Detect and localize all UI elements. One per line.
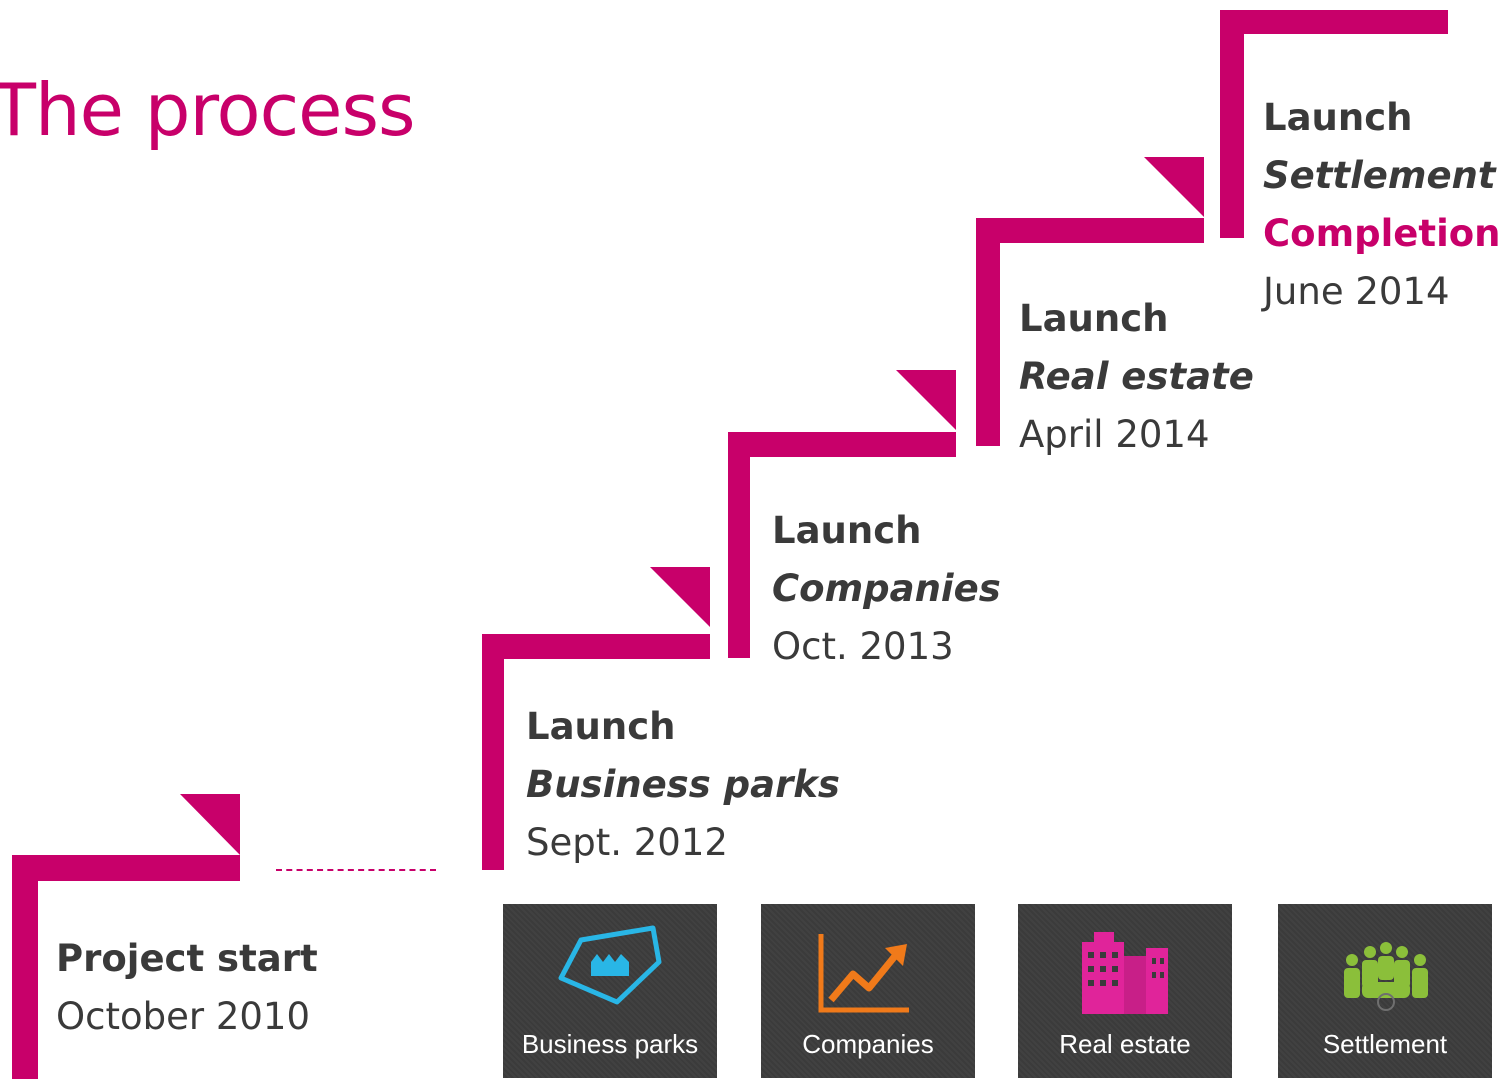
stair-vertical-3: [728, 432, 750, 658]
stair-arrow-2: [650, 567, 710, 627]
tile-real-estate: Real estate: [1018, 904, 1232, 1078]
step-date: June 2014: [1263, 270, 1450, 313]
step-companies: Launch Companies Oct. 2013: [772, 502, 1001, 676]
stair-arrow-1: [180, 794, 240, 855]
tile-label: Business parks: [521, 1029, 699, 1059]
tile-companies: Companies: [761, 904, 975, 1078]
step-product: Settlement: [1263, 154, 1496, 197]
factory-polygon-icon: [558, 925, 662, 1005]
stair-horizontal-3: [728, 432, 956, 457]
step-date: October 2010: [56, 995, 310, 1038]
step-completion: Completion: [1263, 212, 1501, 255]
step-heading: Launch: [1263, 96, 1413, 139]
stair-vertical-5: [1220, 10, 1244, 238]
stair-vertical-1: [12, 855, 38, 1079]
step-product: Companies: [772, 567, 1001, 610]
stair-arrow-3: [896, 370, 956, 430]
tile-label: Companies: [802, 1029, 934, 1059]
step-real-estate: Launch Real estate April 2014: [1019, 290, 1254, 464]
step-date: April 2014: [1019, 413, 1210, 456]
step-settlement: Launch Settlement Completion June 2014: [1263, 89, 1501, 321]
stair-arrow-4: [1144, 157, 1204, 217]
stair-vertical-4: [976, 218, 1000, 446]
step-product: Business parks: [526, 763, 840, 806]
page-title: The process: [0, 68, 415, 152]
step-heading: Project start: [56, 937, 318, 980]
tile-label: Real estate: [1059, 1029, 1191, 1059]
stair-horizontal-4: [976, 218, 1204, 243]
stair-horizontal-2: [482, 634, 710, 659]
step-heading: Launch: [1019, 297, 1169, 340]
stair-horizontal-5: [1220, 10, 1448, 34]
stair-horizontal-1: [12, 855, 240, 881]
step-product: Real estate: [1019, 355, 1254, 398]
tile-label: Settlement: [1322, 1029, 1448, 1059]
step-project-start: Project start October 2010: [56, 930, 318, 1046]
step-date: Oct. 2013: [772, 625, 954, 668]
step-date: Sept. 2012: [526, 821, 728, 864]
people-group-icon: [1344, 942, 1428, 1011]
growth-chart-icon: [818, 934, 909, 1013]
stair-vertical-2: [482, 634, 504, 870]
dashed-connector: [276, 869, 436, 871]
step-business-parks: Launch Business parks Sept. 2012: [526, 698, 840, 872]
step-heading: Launch: [772, 509, 922, 552]
step-heading: Launch: [526, 705, 676, 748]
buildings-icon: [1082, 932, 1168, 1014]
tile-settlement: Settlement: [1278, 904, 1492, 1078]
tile-business-parks: Business parks: [503, 904, 717, 1078]
